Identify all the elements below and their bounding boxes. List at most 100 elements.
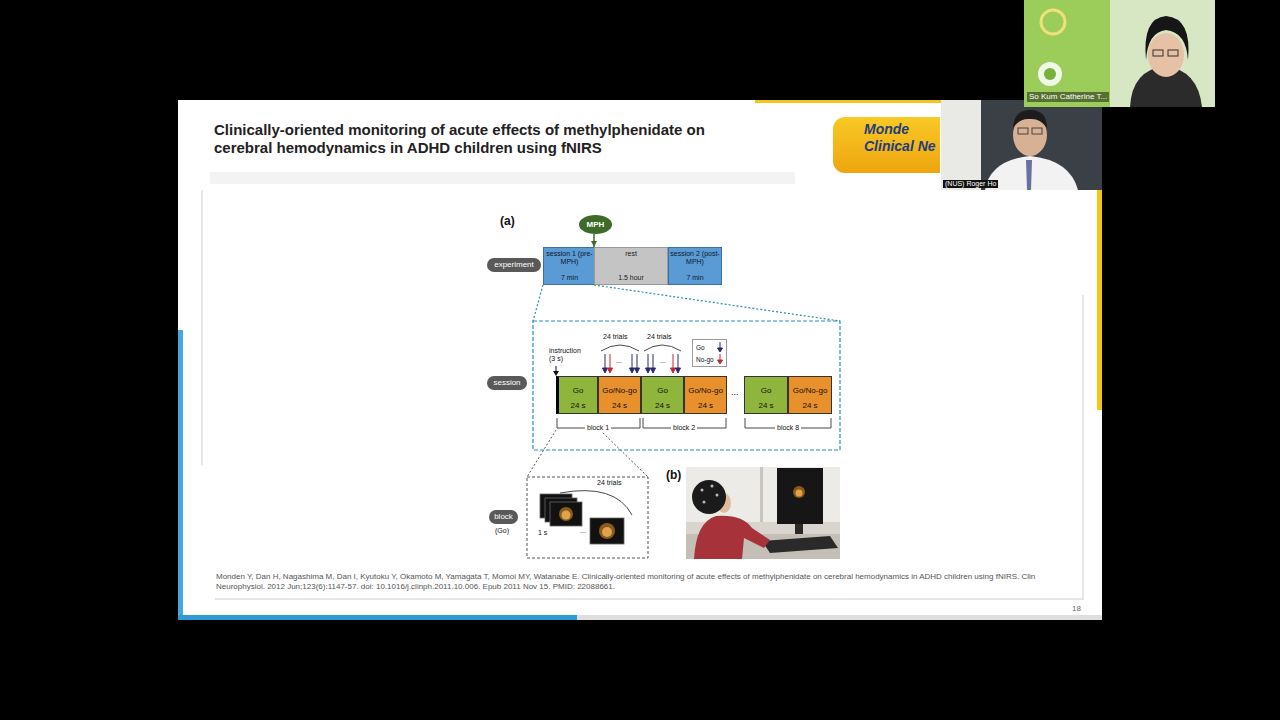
go-arrow bbox=[630, 354, 635, 373]
frame-line bbox=[215, 599, 1083, 600]
go-block: Go24 s bbox=[556, 376, 598, 414]
zoom-line bbox=[527, 430, 556, 477]
monitor-lion bbox=[793, 486, 805, 498]
glasses bbox=[1153, 50, 1163, 56]
legend-box: GoNo-go bbox=[692, 339, 727, 367]
go-block: Go 24 s bbox=[744, 376, 788, 414]
video-roger bbox=[941, 100, 1102, 190]
stimulus-card bbox=[590, 518, 624, 544]
node-text: 7 min bbox=[561, 274, 578, 282]
go-arrow bbox=[635, 354, 640, 373]
zoom-line bbox=[594, 285, 840, 321]
legend-entry: No-go bbox=[696, 354, 723, 364]
level-pill: experiment bbox=[487, 258, 541, 272]
node-text: experiment bbox=[494, 260, 534, 270]
legend-text: No-go bbox=[696, 355, 714, 364]
glasses bbox=[1168, 50, 1178, 56]
shirt bbox=[985, 156, 1078, 190]
go-arrow bbox=[651, 354, 656, 373]
brace bbox=[601, 345, 639, 351]
lion-face bbox=[602, 527, 612, 537]
node-text: session bbox=[493, 378, 520, 388]
node-text: Go bbox=[657, 386, 668, 395]
logo-mark bbox=[1041, 10, 1065, 34]
ellipsis: ... bbox=[616, 357, 622, 365]
node-text: 24 s bbox=[698, 401, 713, 410]
go-arrow bbox=[676, 354, 681, 373]
duration: 1 s bbox=[538, 529, 547, 537]
block-label: block 1 bbox=[585, 424, 611, 432]
glasses bbox=[1032, 128, 1042, 134]
stimulus-card bbox=[550, 502, 582, 526]
node-text: session 2 (post-MPH) bbox=[670, 250, 720, 266]
node-text: MPH bbox=[587, 220, 605, 229]
optode bbox=[716, 494, 719, 497]
video-frame bbox=[941, 100, 1102, 190]
node-text: 24 s bbox=[758, 401, 773, 410]
go-nogo-block: Go/No-go24 s bbox=[788, 376, 832, 414]
ellipsis: ... bbox=[660, 357, 666, 365]
lion-face bbox=[562, 511, 571, 520]
trial-count: 24 trials bbox=[597, 479, 622, 487]
node-text: Go/No-go bbox=[793, 386, 828, 395]
journal-banner: MondeClinical Ne bbox=[833, 117, 940, 173]
legend-entry: Go bbox=[696, 342, 723, 352]
drug-oval: MPH bbox=[579, 215, 612, 234]
slide bbox=[178, 100, 1102, 620]
zoom-lines bbox=[527, 285, 840, 477]
node-text: rest bbox=[625, 250, 637, 258]
experiment-photo bbox=[686, 467, 840, 559]
arrow-sample bbox=[717, 354, 722, 364]
video-frame bbox=[1024, 0, 1215, 107]
hair bbox=[1145, 16, 1188, 60]
lion-mane bbox=[559, 507, 573, 521]
monitor bbox=[777, 468, 823, 524]
trial-braces bbox=[601, 345, 681, 351]
node-text: block bbox=[494, 512, 513, 522]
accent-bar bbox=[1097, 190, 1102, 410]
face bbox=[1148, 33, 1184, 77]
bottom-bar bbox=[577, 615, 1102, 620]
optode bbox=[701, 489, 704, 492]
video-wall bbox=[941, 100, 981, 190]
panel-letter: (b) bbox=[666, 468, 681, 482]
node-text: 24 s bbox=[655, 401, 670, 410]
node-text: Go bbox=[761, 386, 772, 395]
node-text: Go bbox=[573, 386, 584, 395]
session-frame bbox=[533, 321, 840, 450]
participant-name: So Kum Catherine T... bbox=[1027, 92, 1109, 102]
node-text: 7 min bbox=[686, 274, 703, 282]
monitor-lion bbox=[796, 490, 803, 497]
keyboard bbox=[762, 536, 838, 553]
fnirs-cap bbox=[692, 480, 726, 514]
node-text: Clinical Ne bbox=[864, 138, 936, 155]
node-text: 1.5 hour bbox=[618, 274, 644, 282]
level-pill: block bbox=[489, 510, 518, 524]
trial-arrows bbox=[603, 354, 681, 373]
node-text: Go/No-go bbox=[602, 386, 637, 395]
instruction-arrow bbox=[553, 366, 559, 376]
hair bbox=[1013, 110, 1047, 128]
lion-mane bbox=[599, 523, 615, 539]
page-number: 18 bbox=[1072, 604, 1081, 614]
brace bbox=[644, 345, 681, 351]
node-text: 24 s bbox=[612, 401, 627, 410]
session-box: session 2 (post-MPH) 7 min bbox=[668, 247, 722, 285]
slide-title: Clinically-oriented monitoring of acute … bbox=[214, 121, 766, 157]
session-box: session 1 (pre-MPH)7 min bbox=[543, 247, 596, 285]
legend-sample bbox=[717, 342, 723, 352]
connector-arrow bbox=[593, 234, 595, 247]
accent-bar bbox=[178, 330, 183, 615]
tie bbox=[1026, 160, 1032, 190]
photo-wall-edge bbox=[760, 467, 763, 522]
block-type: (Go) bbox=[495, 527, 509, 535]
trial-count: 24 trials bbox=[647, 333, 672, 341]
child-body bbox=[694, 516, 770, 559]
nogo-arrow bbox=[608, 354, 613, 373]
nogo-arrow bbox=[671, 354, 676, 373]
optode bbox=[703, 501, 706, 504]
photo-ground bbox=[686, 467, 840, 559]
